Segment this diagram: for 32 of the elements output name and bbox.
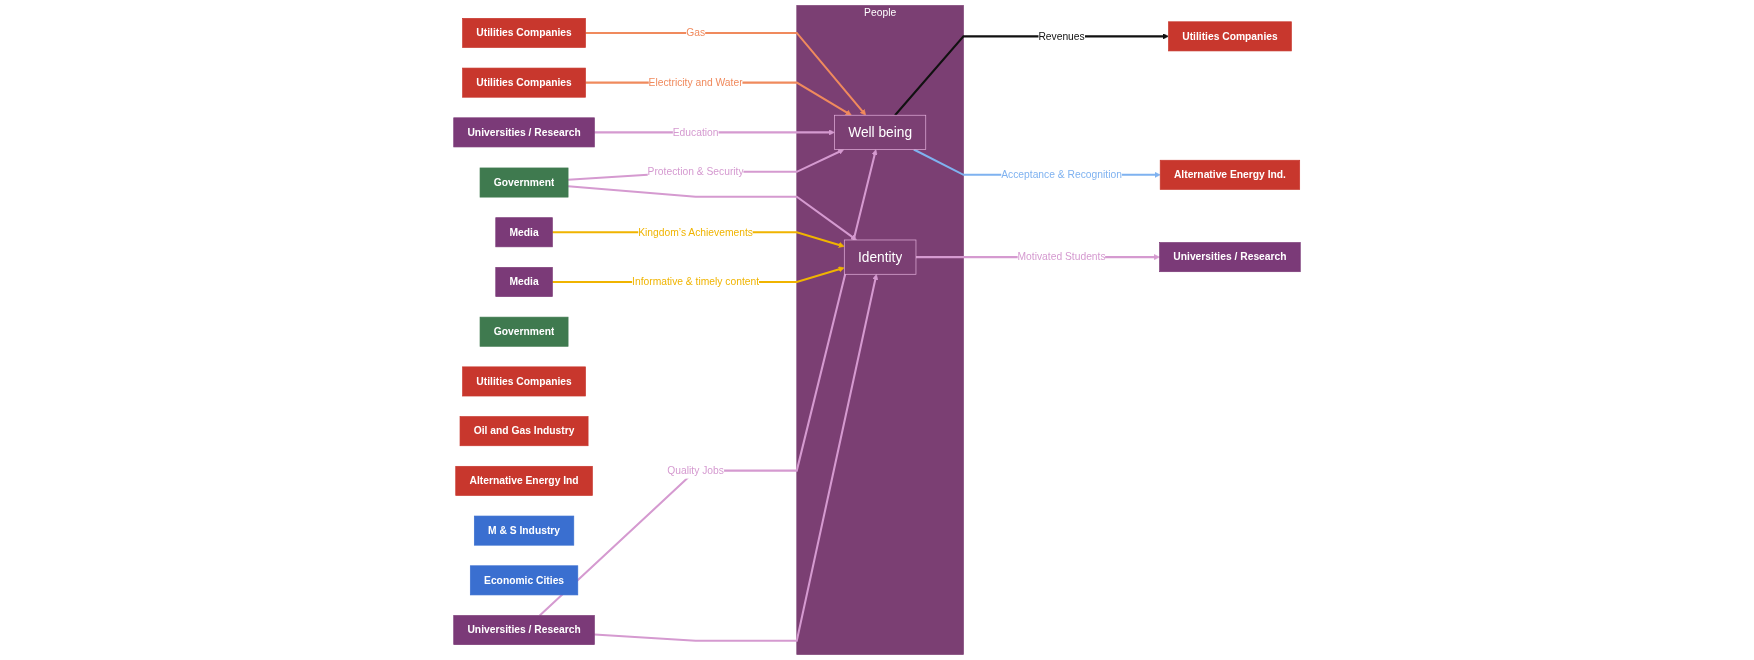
node-box: Well being [834,114,927,150]
edge-label: Informative & timely content [632,275,760,288]
node-box: Utilities Companies [462,67,586,98]
node-box: Universities / Research [453,615,595,645]
edge-label: Electricity and Water [648,76,743,88]
node-box: Alternative Energy Ind [455,465,593,496]
node-box: Oil and Gas Industry [459,416,589,447]
arrow [594,274,879,642]
edge-label: Kingdom’s Achievements [638,225,753,238]
node-box: Government [479,167,569,198]
node-box: Alternative Energy Ind. [1159,159,1301,190]
node-box: M & S Industry [473,515,575,546]
edge-label: Motivated Students [1017,250,1106,263]
node-box: Universities / Research [1159,242,1301,273]
edge-label: Revenues [1038,30,1085,42]
node-box: Economic Cities [469,565,579,596]
arrow [539,149,878,617]
node-box: Universities / Research [453,117,595,148]
node-box: Media [495,267,553,297]
edge-label: Gas [686,26,706,39]
node-box: Government [479,316,569,347]
node-box: Utilities Companies [1168,21,1292,52]
edge-label: Education [672,126,719,138]
arrow [568,149,845,181]
arrow [568,185,857,241]
edge-label: Acceptance & Recognition [1001,168,1122,181]
node-box: Identity [843,239,917,275]
node-box: Utilities Companies [462,366,586,397]
node-box: Media [495,217,553,248]
edge-label: Quality Jobs [667,464,724,476]
edge-label: Protection & Security [647,165,744,178]
node-box: Utilities Companies [462,18,586,48]
